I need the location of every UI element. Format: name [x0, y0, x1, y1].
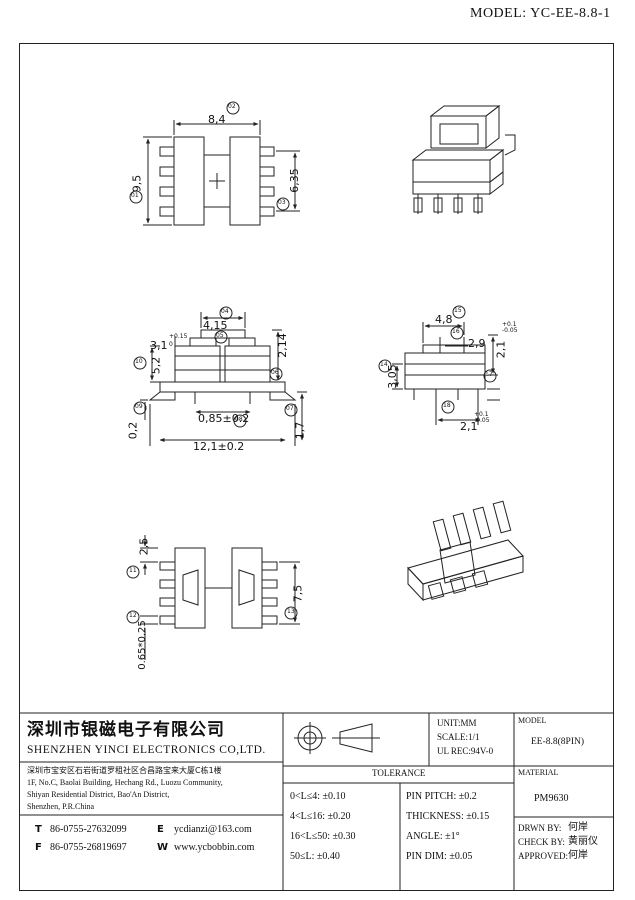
tol-row-1: 0<L≤4: ±0.10 — [290, 791, 346, 802]
callout-10: 10 — [135, 358, 143, 365]
dim-5-2: 5,2 — [149, 356, 163, 375]
drawn-by-label: DRWN BY: — [518, 823, 562, 833]
dim-2-1-b: 2,1 — [460, 420, 478, 433]
callout-08: 08 — [235, 416, 243, 423]
pin-row-3: ANGLE: ±1° — [406, 831, 460, 842]
address-en-2: Shiyan Residential District, Bao'An Dist… — [27, 790, 170, 799]
pin-row-1: PIN PITCH: ±0.2 — [406, 791, 477, 802]
callout-14: 14 — [380, 361, 388, 368]
dim-0-85: 0,85±0.2 — [198, 412, 250, 425]
callout-17: 17 — [485, 371, 493, 378]
email-value: ycdianzi@163.com — [174, 824, 252, 835]
approved-label: APPROVED: — [518, 851, 569, 861]
dim-3-1-tol2: 0 — [169, 341, 173, 348]
ul-rec-text: UL REC:94V-0 — [437, 746, 494, 756]
pin-row-4: PIN DIM: ±0.05 — [406, 851, 473, 862]
callout-01: 01 — [131, 192, 139, 199]
callout-03: 03 — [278, 199, 286, 206]
address-en-1: 1F, No.C, Baolai Building, Hechang Rd., … — [27, 778, 223, 787]
web-value: www.ycbobbin.com — [174, 842, 255, 853]
tol-row-2: 4<L≤16: ±0.20 — [290, 811, 351, 822]
dim-height: 9,5 — [130, 174, 144, 193]
bottom-view — [126, 535, 300, 660]
dim-2-5: 2,5 — [137, 537, 151, 556]
dim-2-1-a-tol: +0.1 -0.05 — [502, 321, 518, 334]
dim-2-1-b-tol: +0.1 -0.05 — [474, 411, 490, 424]
dim-2-1-a: 2,1 — [494, 340, 508, 359]
dim-3-05: 3,05 — [385, 364, 399, 389]
dim-2-14: 2,14 — [275, 333, 289, 358]
material-label: MATERIAL — [518, 768, 559, 777]
model-header: MODEL: YC-EE-8.8-1 — [470, 6, 611, 21]
callout-07: 07 — [286, 405, 294, 412]
callout-12: 12 — [129, 612, 137, 619]
address-en-3: Shenzhen, P.R.China — [27, 802, 95, 811]
callout-11: 11 — [129, 567, 137, 574]
dim-7-5: 7,5 — [291, 584, 305, 603]
approved-value: 何岸 — [568, 850, 588, 861]
tol-row-4: 50≤L: ±0.40 — [290, 851, 340, 862]
front-view — [133, 306, 307, 446]
tel-value: 86-0755-27632099 — [50, 824, 127, 835]
dim-1-7: 1,7 — [293, 421, 307, 440]
callout-09: 09 — [135, 403, 143, 410]
dim-width: 8,4 — [208, 113, 226, 126]
dim-0-65: 0.65*0.25 — [136, 620, 148, 670]
check-by-value: 黄丽仪 — [568, 836, 598, 847]
model-label: MODEL — [518, 716, 547, 725]
email-label: E — [157, 824, 164, 835]
callout-06: 06 — [271, 369, 279, 376]
dim-0-2: 0,2 — [126, 421, 140, 440]
title-block-grid — [19, 712, 614, 891]
dim-3-1: 3,1 — [150, 339, 168, 352]
callout-16: 16 — [452, 328, 460, 335]
dim-4-15: 4,15 — [203, 319, 228, 332]
drawn-by-value: 何岸 — [568, 822, 588, 833]
check-by-label: CHECK BY: — [518, 837, 565, 847]
iso-view-2 — [407, 500, 524, 602]
callout-02: 02 — [228, 103, 236, 110]
top-view — [129, 101, 300, 226]
dim-3-1-tol: +0.15 — [169, 333, 188, 340]
unit-text: UNIT:MM — [437, 718, 477, 728]
callout-18: 18 — [443, 402, 451, 409]
tolerance-title: TOLERANCE — [372, 768, 426, 778]
material-value: PM9630 — [534, 793, 569, 804]
fax-label: F — [35, 842, 42, 853]
tol-row-3: 16<L≤50: ±0.30 — [290, 831, 356, 842]
side-view — [378, 305, 500, 425]
dim-2-9: 2,9 — [468, 337, 486, 350]
callout-05: 05 — [216, 332, 224, 339]
callout-04: 04 — [221, 308, 229, 315]
dim-12-1: 12,1±0.2 — [193, 440, 245, 453]
callout-15: 15 — [454, 307, 462, 314]
dim-4-8: 4,8 — [435, 313, 453, 326]
web-label: W — [157, 842, 169, 853]
fax-value: 86-0755-26819697 — [50, 842, 127, 853]
model-value: EE-8.8(8PIN) — [531, 737, 585, 747]
company-name-en: SHENZHEN YINCI ELECTRONICS CO,LTD. — [27, 744, 266, 756]
address-cn: 深圳市宝安区石岩街道罗租社区合昌路宝来大厦C栋1楼 — [27, 766, 222, 775]
scale-text: SCALE:1/1 — [437, 732, 480, 742]
callout-13: 13 — [287, 608, 295, 615]
tel-label: T — [35, 824, 42, 835]
company-name-cn: 深圳市银磁电子有限公司 — [27, 720, 225, 740]
iso-view-1 — [411, 104, 516, 214]
pin-row-2: THICKNESS: ±0.15 — [406, 811, 490, 822]
dim-pitch: 6,35 — [287, 168, 301, 193]
drawing-frame — [19, 43, 614, 891]
